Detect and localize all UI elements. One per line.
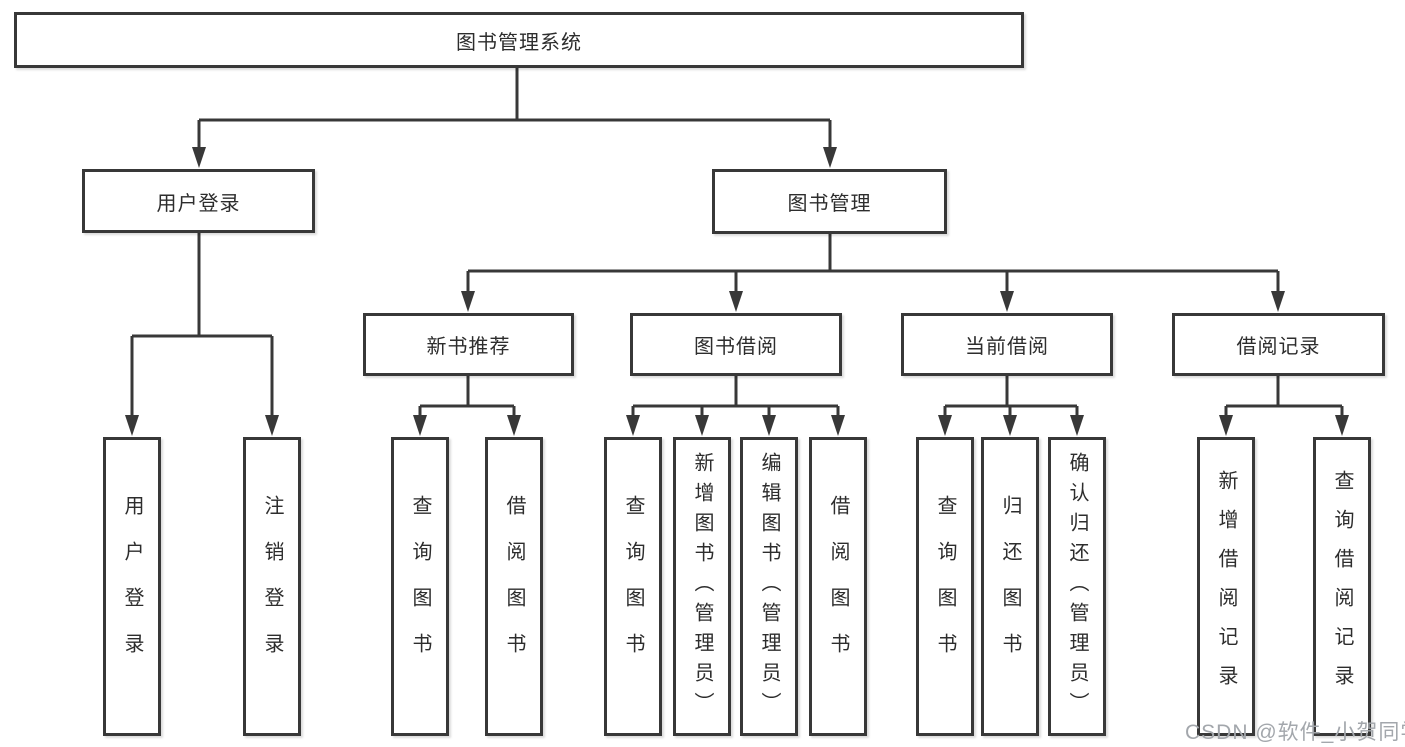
leaf-logout-label: 注销登录: [261, 494, 283, 679]
leaf-return-books-label: 归还图书: [999, 494, 1021, 679]
leaf-query-books-1: 查询图书: [391, 437, 449, 736]
watermark-text: CSDN @软件_小贺同学: [1185, 721, 1405, 744]
leaf-borrow-books-2: 借阅图书: [809, 437, 867, 736]
leaf-query-books-1-label: 查询图书: [409, 494, 431, 679]
leaf-query-books-3-label: 查询图书: [934, 494, 956, 679]
leaf-add-borrow-record-label: 新增借阅记录: [1215, 469, 1237, 704]
node-root-label: 图书管理系统: [456, 31, 582, 54]
leaf-query-borrow-record: 查询借阅记录: [1313, 437, 1371, 736]
leaf-query-borrow-record-label: 查询借阅记录: [1331, 469, 1353, 704]
leaf-query-books-3: 查询图书: [916, 437, 974, 736]
leaf-confirm-return-admin: 确认归还（管理员）: [1048, 437, 1106, 736]
leaf-borrow-books-1-label: 借阅图书: [503, 494, 525, 679]
node-current-borrow: 当前借阅: [901, 313, 1113, 376]
leaf-add-books-admin-label: 新增图书（管理员）: [691, 451, 713, 722]
leaf-borrow-books-2-label: 借阅图书: [827, 494, 849, 679]
leaf-query-books-2: 查询图书: [604, 437, 662, 736]
node-new-book-recommend-label: 新书推荐: [426, 336, 511, 358]
node-user-login-label: 用户登录: [156, 192, 241, 215]
node-book-borrow: 图书借阅: [630, 313, 842, 376]
node-user-login: 用户登录: [82, 169, 315, 233]
leaf-borrow-books-1: 借阅图书: [485, 437, 543, 736]
leaf-return-books: 归还图书: [981, 437, 1039, 736]
leaf-logout: 注销登录: [243, 437, 301, 736]
node-book-borrow-label: 图书借阅: [694, 336, 778, 358]
node-book-management: 图书管理: [712, 169, 947, 234]
node-root: 图书管理系统: [14, 12, 1024, 68]
leaf-confirm-return-admin-label: 确认归还（管理员）: [1066, 451, 1088, 722]
node-borrow-records: 借阅记录: [1172, 313, 1385, 376]
node-current-borrow-label: 当前借阅: [965, 336, 1049, 358]
node-book-management-label: 图书管理: [787, 193, 872, 215]
leaf-edit-books-admin: 编辑图书（管理员）: [740, 437, 798, 736]
node-borrow-records-label: 借阅记录: [1236, 336, 1321, 358]
leaf-add-borrow-record: 新增借阅记录: [1197, 437, 1255, 736]
leaf-query-books-2-label: 查询图书: [622, 494, 644, 679]
leaf-add-books-admin: 新增图书（管理员）: [673, 437, 731, 736]
leaf-user-login-label: 用户登录: [121, 494, 143, 679]
node-new-book-recommend: 新书推荐: [363, 313, 574, 376]
arrowheads: [125, 147, 1349, 436]
leaf-edit-books-admin-label: 编辑图书（管理员）: [758, 451, 780, 722]
leaf-user-login: 用户登录: [103, 437, 161, 736]
